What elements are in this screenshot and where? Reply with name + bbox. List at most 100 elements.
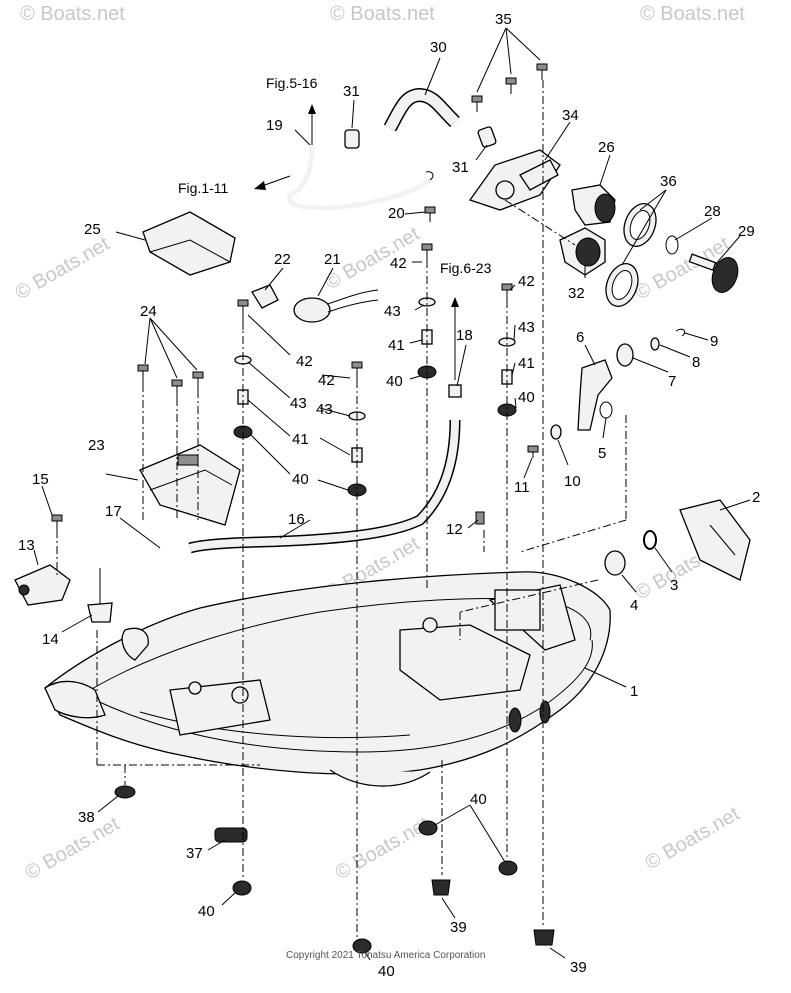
ring-5 xyxy=(599,401,613,419)
callout-15: 15 xyxy=(32,471,49,488)
fitting-26 xyxy=(571,184,616,226)
watermark-10: © Boats.net xyxy=(332,813,434,885)
callout-16: 16 xyxy=(288,511,305,528)
callout-37: 37 xyxy=(186,845,203,862)
seal-rings-36 xyxy=(605,203,657,307)
watermark-11: © Boats.net xyxy=(642,803,744,875)
callout-3: 3 xyxy=(670,577,678,594)
watermark-9: © Boats.net xyxy=(22,813,124,885)
cap-29 xyxy=(688,253,739,293)
callout-40-center: 40 xyxy=(386,373,403,390)
screw-11 xyxy=(527,445,539,458)
callout-6: 6 xyxy=(576,329,584,346)
callout-25: 25 xyxy=(84,221,101,238)
reference-fig-6-23: Fig.6-23 xyxy=(440,260,492,276)
callout-26: 26 xyxy=(598,139,615,156)
callout-40-left: 40 xyxy=(292,471,309,488)
clamp-31 xyxy=(344,126,497,149)
grommet-37 xyxy=(214,827,248,843)
callout-34: 34 xyxy=(562,107,579,124)
callout-38: 38 xyxy=(78,809,95,826)
screw-15 xyxy=(51,514,63,530)
hose-18 xyxy=(188,384,462,554)
hose-30 xyxy=(383,87,460,132)
washer-10 xyxy=(550,424,562,440)
clip-22 xyxy=(251,284,279,309)
callout-39-center: 39 xyxy=(450,919,467,936)
callout-42-center: 42 xyxy=(390,255,407,272)
fitting-12 xyxy=(475,511,485,525)
callout-4: 4 xyxy=(630,597,638,614)
callout-42-left: 42 xyxy=(296,353,313,370)
callout-30: 30 xyxy=(430,39,447,56)
oring-28 xyxy=(665,235,679,255)
callout-10: 10 xyxy=(564,473,581,490)
drain-plug-39 xyxy=(431,879,555,946)
lever-6 xyxy=(577,359,613,431)
callout-43-right: 43 xyxy=(518,319,535,336)
bush-4 xyxy=(604,550,626,576)
callout-14: 14 xyxy=(42,631,59,648)
figure-references: Fig.5-16 Fig.1-11 Fig.6-23 xyxy=(178,75,492,276)
callout-41-center: 41 xyxy=(388,337,405,354)
callout-24: 24 xyxy=(140,303,157,320)
cover-25 xyxy=(142,211,236,276)
watermark-4: © Boats.net xyxy=(12,233,114,305)
callout-39-right: 39 xyxy=(570,959,587,976)
callout-36: 36 xyxy=(660,173,677,190)
watermark-3: © Boats.net xyxy=(640,3,745,25)
callout-1: 1 xyxy=(630,683,638,700)
ring-3 xyxy=(643,530,657,550)
watermark-1: © Boats.net xyxy=(20,3,125,25)
callout-40-bottom-left: 40 xyxy=(198,903,215,920)
callout-8: 8 xyxy=(692,354,700,371)
callout-5: 5 xyxy=(598,445,606,462)
handle-2 xyxy=(679,499,751,581)
callout-43-mid: 43 xyxy=(316,401,333,418)
callout-41-left: 41 xyxy=(292,431,309,448)
callout-13: 13 xyxy=(18,537,35,554)
bottom-cowl-part xyxy=(44,571,611,787)
watermark-2: © Boats.net xyxy=(330,3,435,25)
callout-21: 21 xyxy=(324,251,341,268)
callout-31-mid: 31 xyxy=(452,159,469,176)
callout-17: 17 xyxy=(105,503,122,520)
callout-35: 35 xyxy=(495,11,512,28)
reference-fig-5-16: Fig.5-16 xyxy=(266,75,318,91)
callout-42-right: 42 xyxy=(518,273,535,290)
callout-23: 23 xyxy=(88,437,105,454)
switch-13 xyxy=(14,564,71,606)
callout-7: 7 xyxy=(668,373,676,390)
grommet-40-bottom xyxy=(232,820,518,954)
callout-42-mid: 42 xyxy=(318,372,335,389)
callout-19: 19 xyxy=(266,117,283,134)
callout-43-left: 43 xyxy=(290,395,307,412)
screw-20 xyxy=(424,206,436,222)
figure-arrows xyxy=(254,104,459,380)
copyright-text: Copyright 2021 Tohatsu America Corporati… xyxy=(286,950,485,961)
callout-12: 12 xyxy=(446,521,463,538)
callout-40-bottom: 40 xyxy=(378,963,395,980)
callout-22: 22 xyxy=(274,251,291,268)
reference-fig-1-11: Fig.1-11 xyxy=(178,180,229,196)
callout-28: 28 xyxy=(704,203,721,220)
sensor-21 xyxy=(293,289,379,323)
callout-40-bottom-center: 40 xyxy=(470,791,487,808)
callout-40-right: 40 xyxy=(518,389,535,406)
callout-labels: 35 30 31 19 31 34 26 36 28 29 25 20 22 2… xyxy=(18,11,760,980)
screws-24 xyxy=(137,364,204,399)
hose-19 xyxy=(287,144,434,211)
leader-lines xyxy=(33,27,751,961)
fitting-32 xyxy=(559,227,606,276)
callout-41-right: 41 xyxy=(518,355,535,372)
washer-8 xyxy=(650,337,660,351)
callout-32: 32 xyxy=(568,285,585,302)
callout-9: 9 xyxy=(710,333,718,350)
callout-20: 20 xyxy=(388,205,405,222)
gasket-34 xyxy=(468,149,561,211)
alignment-lines xyxy=(56,80,627,940)
callout-18: 18 xyxy=(456,327,473,344)
callout-29: 29 xyxy=(738,223,755,240)
callout-31-top: 31 xyxy=(343,83,360,100)
lever-14 xyxy=(87,568,113,623)
